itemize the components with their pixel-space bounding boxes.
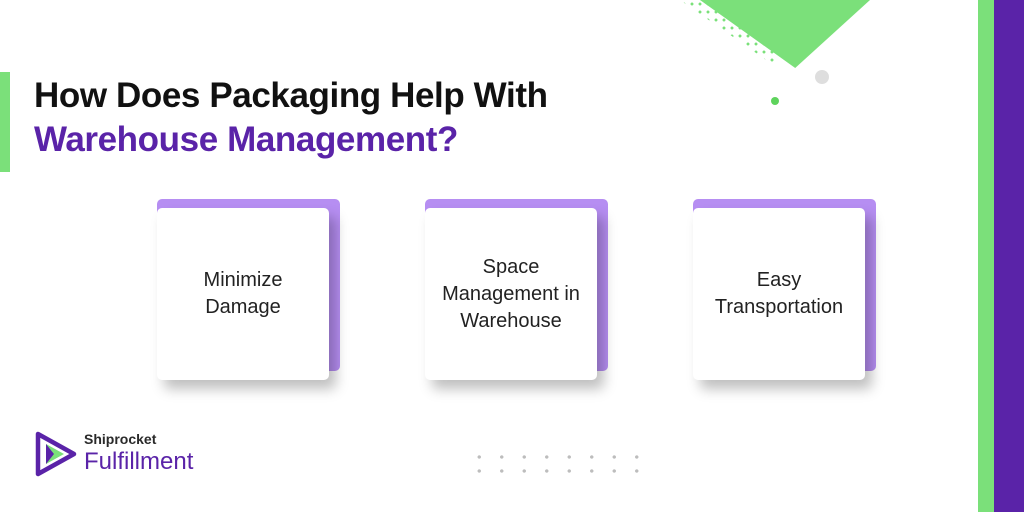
card-minimize-damage: Minimize Damage (157, 208, 329, 380)
title-line-2: Warehouse Management? (34, 120, 458, 159)
title-line-1: How Does Packaging Help With (34, 76, 548, 115)
card-space-management: Space Management in Warehouse (425, 208, 597, 380)
card-label: Minimize Damage (203, 269, 283, 318)
decorative-gray-dot (815, 70, 829, 84)
right-purple-stripe (994, 0, 1024, 512)
brand-name-big: Fulfillment (84, 448, 194, 475)
page-title: How Does Packaging Help With Warehouse M… (34, 74, 548, 162)
brand-name-small: Shiprocket (84, 431, 157, 447)
decorative-green-dot (771, 97, 779, 105)
decorative-dot-pattern-bottom (468, 450, 650, 480)
card-label: Space Management in Warehouse (442, 255, 580, 332)
card-label: Easy Transportation (714, 269, 844, 318)
left-green-accent (0, 72, 10, 172)
play-logo-icon (35, 431, 77, 477)
right-green-stripe (978, 0, 994, 512)
decorative-green-triangle (700, 0, 870, 68)
card-easy-transportation: Easy Transportation (693, 208, 865, 380)
